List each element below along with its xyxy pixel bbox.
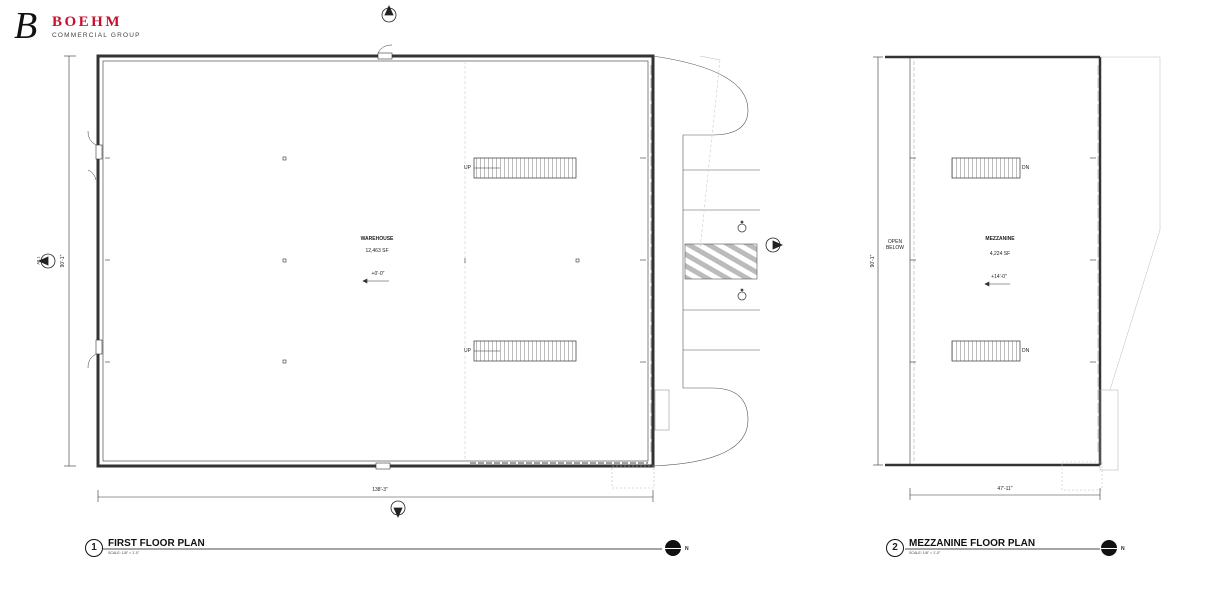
mezzanine-stairs (951, 157, 1021, 362)
brand-tagline: COMMERCIAL GROUP (52, 32, 141, 39)
accessible-parking-icon (737, 220, 747, 301)
mezzanine-columns (910, 157, 1096, 363)
brand-name: BOEHM (52, 14, 123, 30)
first-floor-plan-number: 1 (85, 539, 103, 557)
mezzanine-plan-scale: SCALE: 1/8" = 1'-0" (909, 551, 941, 555)
mezzanine-room-name: MEZZANINE (985, 236, 1015, 242)
first-floor-north-label: N (685, 546, 689, 552)
mezzanine-north-label: N (1121, 546, 1125, 552)
first-floor-stair-label-top: UP (464, 165, 471, 171)
north-arrow-icon (665, 540, 681, 556)
first-floor-walls (87, 44, 655, 470)
mezzanine-walls (885, 55, 1161, 491)
mezzanine-open-below-1: OPEN (887, 239, 903, 245)
mezzanine-open-below-2: BELOW (885, 245, 905, 251)
first-floor-section-ref: A5.1 (35, 256, 41, 265)
first-floor-room-name: WAREHOUSE (360, 236, 394, 242)
first-floor-plan-title: FIRST FLOOR PLAN (108, 538, 205, 549)
mezzanine-dim-height: 90'-1" (870, 254, 876, 268)
mezzanine-level-arrow (984, 281, 1010, 287)
mezzanine-stair-label-bottom: DN (1022, 348, 1030, 354)
mezzanine-dimensions (873, 56, 1101, 500)
first-floor-room-area: 12,463 SF (365, 248, 389, 254)
mezzanine-dim-width: 47'-11" (997, 486, 1013, 492)
first-floor-dim-width: 138'-3" (372, 487, 388, 493)
mezzanine-stair-label-top: DN (1022, 165, 1030, 171)
section-marker-icon (38, 5, 783, 518)
first-floor-stairs (473, 157, 577, 362)
first-floor-stair-label-bottom: UP (464, 348, 471, 354)
north-arrow-icon (1101, 540, 1117, 556)
mezzanine-plan-title: MEZZANINE FLOOR PLAN (909, 538, 1036, 549)
mezzanine-room-area: 4,224 SF (989, 251, 1011, 257)
first-floor-level-arrow (362, 278, 389, 284)
first-floor-columns (105, 156, 646, 364)
exterior-parking (611, 55, 760, 489)
mezzanine-level-tag: +14'-0" (991, 274, 1007, 280)
first-floor-dimensions (64, 55, 654, 502)
first-floor-dim-height: 90'-1" (60, 254, 66, 268)
mezzanine-plan-number: 2 (886, 539, 904, 557)
first-floor-level-tag: +0'-0" (371, 271, 385, 277)
brand-logo-mark: B (14, 5, 38, 47)
first-floor-plan-scale: SCALE: 1/8" = 1'-0" (108, 551, 140, 555)
